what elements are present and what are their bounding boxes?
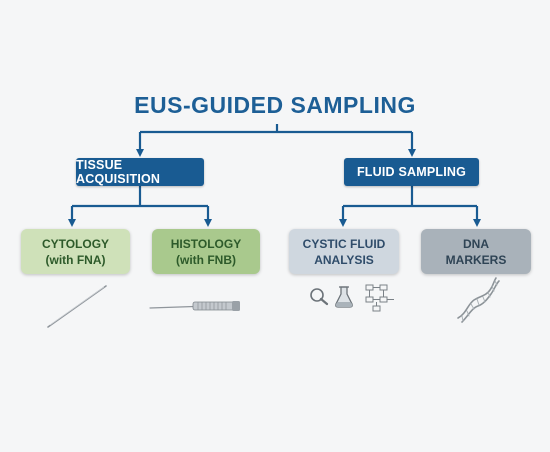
histology-line1: HISTOLOGY [170, 236, 242, 251]
magnifier-icon [310, 288, 329, 306]
flowchart-icon [365, 284, 394, 312]
cystic-fluid-line1: CYSTIC FLUID [302, 236, 386, 251]
diagram-title: EUS-GUIDED SAMPLING [134, 92, 416, 118]
tissue-acquisition-box: TISSUE ACQUISITION [76, 158, 204, 186]
dna-markers-line1: DNA [463, 236, 489, 251]
cytology-box: CYTOLOGY (with FNA) [21, 229, 130, 274]
cystic-fluid-box: CYSTIC FLUID ANALYSIS [289, 229, 399, 274]
histology-line2: (with FNB) [176, 252, 236, 267]
dna-helix-icon [457, 277, 500, 323]
dna-markers-box: DNA MARKERS [421, 229, 531, 274]
dna-markers-line2: MARKERS [445, 252, 507, 267]
cystic-fluid-line2: ANALYSIS [314, 252, 374, 267]
cytology-line2: (with FNA) [45, 252, 106, 267]
fine-needle-icon [47, 285, 107, 328]
fluid-sampling-box: FLUID SAMPLING [344, 158, 479, 186]
tissue-acquisition-label: TISSUE ACQUISITION [76, 158, 161, 186]
histology-box: HISTOLOGY (with FNB) [152, 229, 260, 274]
flask-icon [335, 286, 353, 308]
cytology-line1: CYTOLOGY [41, 236, 110, 251]
biopsy-needle-icon [149, 301, 240, 311]
fluid-sampling-label: FLUID SAMPLING [356, 165, 467, 179]
